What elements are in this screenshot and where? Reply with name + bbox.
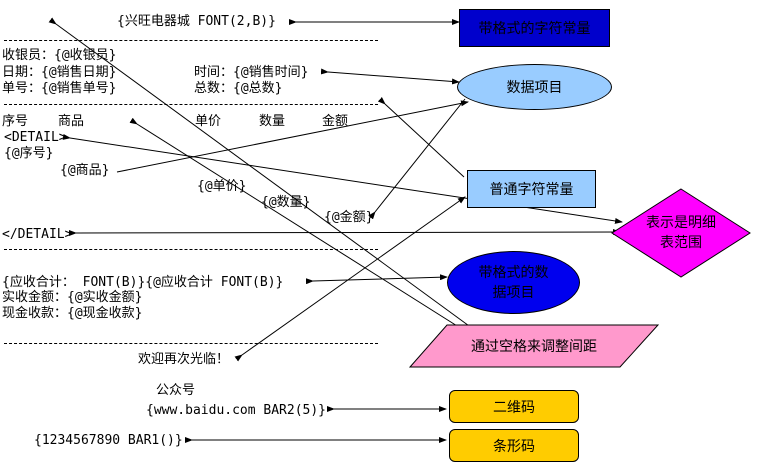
time-line: 时间：{@销售时间}	[194, 65, 309, 80]
arrow-separator-to-plain-const	[377, 97, 465, 178]
data-item-label: 数据项目	[506, 80, 563, 96]
plain-const-label: 普通字符常量	[489, 182, 574, 198]
column-amount: 金额	[322, 114, 349, 129]
price-field: {@单价}	[197, 179, 247, 194]
separator-line	[4, 343, 378, 344]
arrow-detail-close-to-scope	[68, 229, 621, 237]
separator-line	[4, 249, 378, 250]
order-number-line: 单号：{@销售单号}	[2, 81, 117, 96]
data-item-ellipse: 数据项目	[457, 64, 612, 110]
separator-line	[4, 40, 378, 41]
date-line: 日期：{@销售日期}	[2, 65, 117, 80]
barcode-box: 条形码	[449, 429, 579, 462]
due-total-line: {应收合计： FONT(B)}{@应收合计 FONT(B)}	[2, 275, 284, 290]
qrcode-label: 二维码	[493, 399, 535, 416]
cashier-line: 收银员：{@收银员}	[2, 48, 117, 63]
item-field: {@商品}	[60, 163, 110, 178]
arrow-due-total-to-formatted-data	[305, 274, 448, 285]
receipt-title: {兴旺电器城 FONT(2,B)}	[117, 14, 276, 29]
qrcode-box: 二维码	[449, 390, 579, 423]
barcode-label: 条形码	[493, 438, 535, 455]
total-count-line: 总数：{@总数}	[194, 81, 283, 96]
column-qty: 数量	[259, 114, 286, 129]
spacing-parallelogram	[409, 324, 659, 368]
detail-scope-label: 表示是明细表范围	[646, 215, 716, 251]
plain-const-box: 普通字符常量	[467, 170, 596, 208]
spacing-label: 通过空格来调整间距	[471, 339, 597, 355]
column-price: 单价	[195, 114, 222, 129]
arrow-item-header-to-spacing	[129, 117, 474, 337]
cash-received-line: 现金收款：{@现金收款}	[2, 306, 143, 321]
barcode-field: {1234567890 BAR1()}	[34, 433, 183, 448]
wechat-label: 公众号	[156, 383, 196, 398]
detail-scope-diamond	[611, 188, 751, 278]
welcome-line: 欢迎再次光临！	[138, 352, 230, 367]
qty-field: {@数量}	[261, 195, 311, 210]
qr-field: {www.baidu.com BAR2(5)}	[146, 403, 327, 418]
column-seq: 序号	[2, 114, 29, 129]
formatted-const-box: 带格式的字符常量	[459, 9, 610, 47]
amount-field: {@金额}	[324, 210, 374, 225]
paid-amount-line: 实收金额：{@实收金额}	[2, 290, 143, 305]
arrow-amount-to-data-item	[368, 98, 466, 220]
detail-open-tag: <DETAIL>	[4, 130, 67, 145]
formatted-data-ellipse: 带格式的数据项目	[447, 251, 580, 314]
separator-line	[4, 104, 378, 105]
column-item: 商品	[58, 114, 85, 129]
detail-close-tag: </DETAIL>	[2, 227, 73, 242]
seq-field: {@序号}	[4, 146, 54, 161]
arrow-time-to-data-item	[320, 68, 460, 85]
formatted-data-label: 带格式的数据项目	[478, 264, 549, 301]
formatted-const-label: 带格式的字符常量	[478, 21, 591, 37]
arrow-item-to-data-item	[116, 100, 469, 173]
